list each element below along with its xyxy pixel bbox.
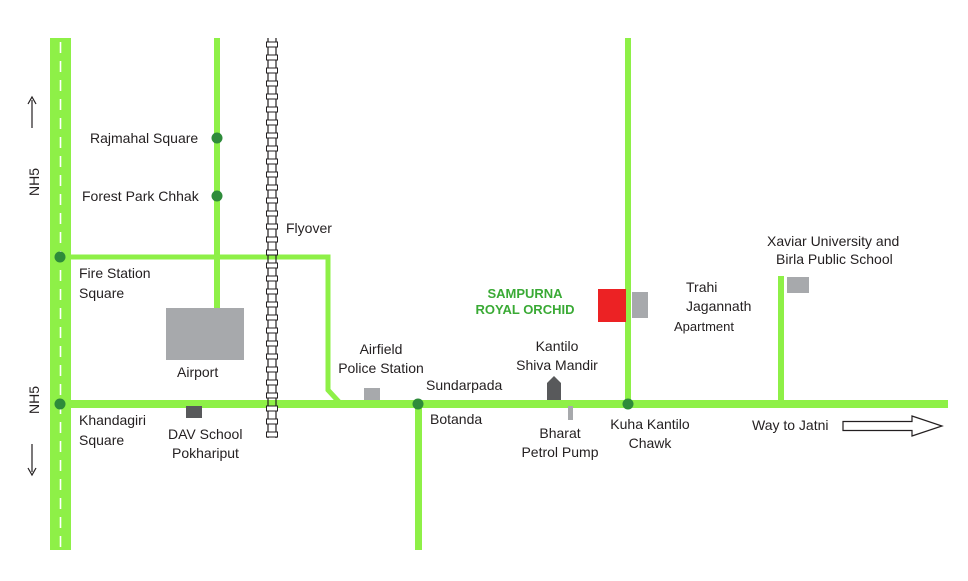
rail-tie: [266, 54, 278, 61]
flyover-label: Flyover: [286, 220, 332, 236]
rail-tie: [266, 314, 278, 321]
xaviar-university-label-2: Birla Public School: [776, 251, 893, 267]
rail-tie: [266, 366, 278, 373]
xaviar-university-label-1: Xaviar University and: [767, 233, 900, 249]
botanda-label: Botanda: [430, 411, 483, 427]
airfield-police-station-label-1: Airfield: [359, 341, 403, 357]
kuha-kantilo-chawk-label-2: Chawk: [628, 435, 672, 451]
nh5-direction-arrows: [27, 95, 37, 477]
rail-tie: [266, 418, 278, 425]
sampurna-royal-orchid-label-2: ROYAL ORCHID: [475, 302, 575, 317]
fire-station-road: [60, 254, 342, 405]
rail-tie: [266, 288, 278, 295]
rail-tie: [266, 158, 278, 165]
rajmahal-square-node: [211, 132, 223, 144]
rail-tie: [266, 41, 278, 48]
bharat-petrol-pump-label-2: Petrol Pump: [521, 444, 599, 460]
temple-icon: [547, 376, 561, 400]
rail-tie: [266, 184, 278, 191]
rail-tie: [266, 236, 278, 243]
arrow-right-outline-icon: [842, 415, 944, 437]
xaviar-university-marker: [787, 277, 809, 293]
rail-tie: [266, 353, 278, 360]
rail-tie: [266, 392, 278, 399]
rail-tie: [266, 171, 278, 178]
rail-tie: [266, 210, 278, 217]
way-to-jatni-label: Way to Jatni: [752, 417, 829, 433]
fire-station-square-node: [54, 251, 66, 263]
rail-tie: [266, 431, 278, 438]
airport-label: Airport: [177, 364, 219, 380]
fire-station-square-label-2: Square: [79, 285, 125, 301]
rail-tie: [266, 405, 278, 412]
trahi-jagannath-label-1: Trahi: [686, 279, 718, 295]
main-road-horizontal: [50, 400, 948, 408]
rail-tie: [266, 106, 278, 113]
sampurna-royal-orchid-label-1: SAMPURNA: [487, 286, 563, 301]
arrow-up-icon: [27, 95, 37, 105]
junction-nodes: [54, 132, 634, 410]
kuha-kantilo-road: [625, 38, 631, 406]
dav-school-label-1: DAV School: [168, 426, 243, 442]
petrol-pump-marker: [568, 406, 573, 420]
arrow-down-icon: [27, 467, 37, 477]
dav-school-marker: [186, 406, 202, 418]
airfield-police-station-label-2: Police Station: [338, 360, 424, 376]
kuha-kantilo-chawk-node: [622, 398, 634, 410]
sundarpada-label: Sundarpada: [426, 377, 503, 393]
rail-tie: [266, 145, 278, 152]
botanda-road: [415, 404, 422, 550]
trahi-jagannath-marker: [632, 292, 648, 318]
forest-park-chhak-node: [211, 190, 223, 202]
nh5-label-top: NH5: [26, 168, 42, 197]
rail-tie: [266, 119, 278, 126]
khandagiri-square-label-1: Khandagiri: [79, 412, 146, 428]
rajmahal-road: [214, 38, 220, 308]
trahi-jagannath-label-2: Jagannath: [686, 298, 752, 314]
dav-school-label-2: Pokhariput: [172, 445, 239, 461]
airfield-police-station-marker: [364, 388, 380, 400]
rail-tie: [266, 80, 278, 87]
rail-tie: [266, 262, 278, 269]
kantilo-shiva-mandir-label-2: Shiva Mandir: [516, 357, 598, 373]
khandagiri-square-label-2: Square: [79, 432, 125, 448]
trahi-jagannath-label-3: Apartment: [674, 319, 734, 334]
rajmahal-square-label: Rajmahal Square: [90, 130, 199, 146]
kantilo-shiva-mandir-label-1: Kantilo: [535, 338, 579, 354]
rail-tie: [266, 249, 278, 256]
rail-tie: [266, 327, 278, 334]
airport-building: [166, 308, 244, 360]
road-network: [50, 38, 948, 550]
bharat-petrol-pump-label-1: Bharat: [539, 425, 581, 441]
rail-tie: [266, 93, 278, 100]
rail-tie: [266, 340, 278, 347]
rail-tie: [266, 379, 278, 386]
sundarpada-node: [412, 398, 424, 410]
xaviar-road: [778, 276, 784, 404]
rail-tie: [266, 67, 278, 74]
sampurna-royal-orchid-marker: [598, 289, 626, 322]
rail-tie: [266, 301, 278, 308]
forest-park-chhak-label: Forest Park Chhak: [82, 188, 199, 204]
kuha-kantilo-chawk-label-1: Kuha Kantilo: [610, 416, 690, 432]
rail-tie: [266, 223, 278, 230]
rail-tie: [266, 275, 278, 282]
khandagiri-square-node: [54, 398, 66, 410]
rail-tie: [266, 132, 278, 139]
rail-tie: [266, 197, 278, 204]
railway-track: [266, 38, 278, 438]
nh5-label-bottom: NH5: [26, 386, 42, 415]
fire-station-square-label-1: Fire Station: [79, 265, 151, 281]
